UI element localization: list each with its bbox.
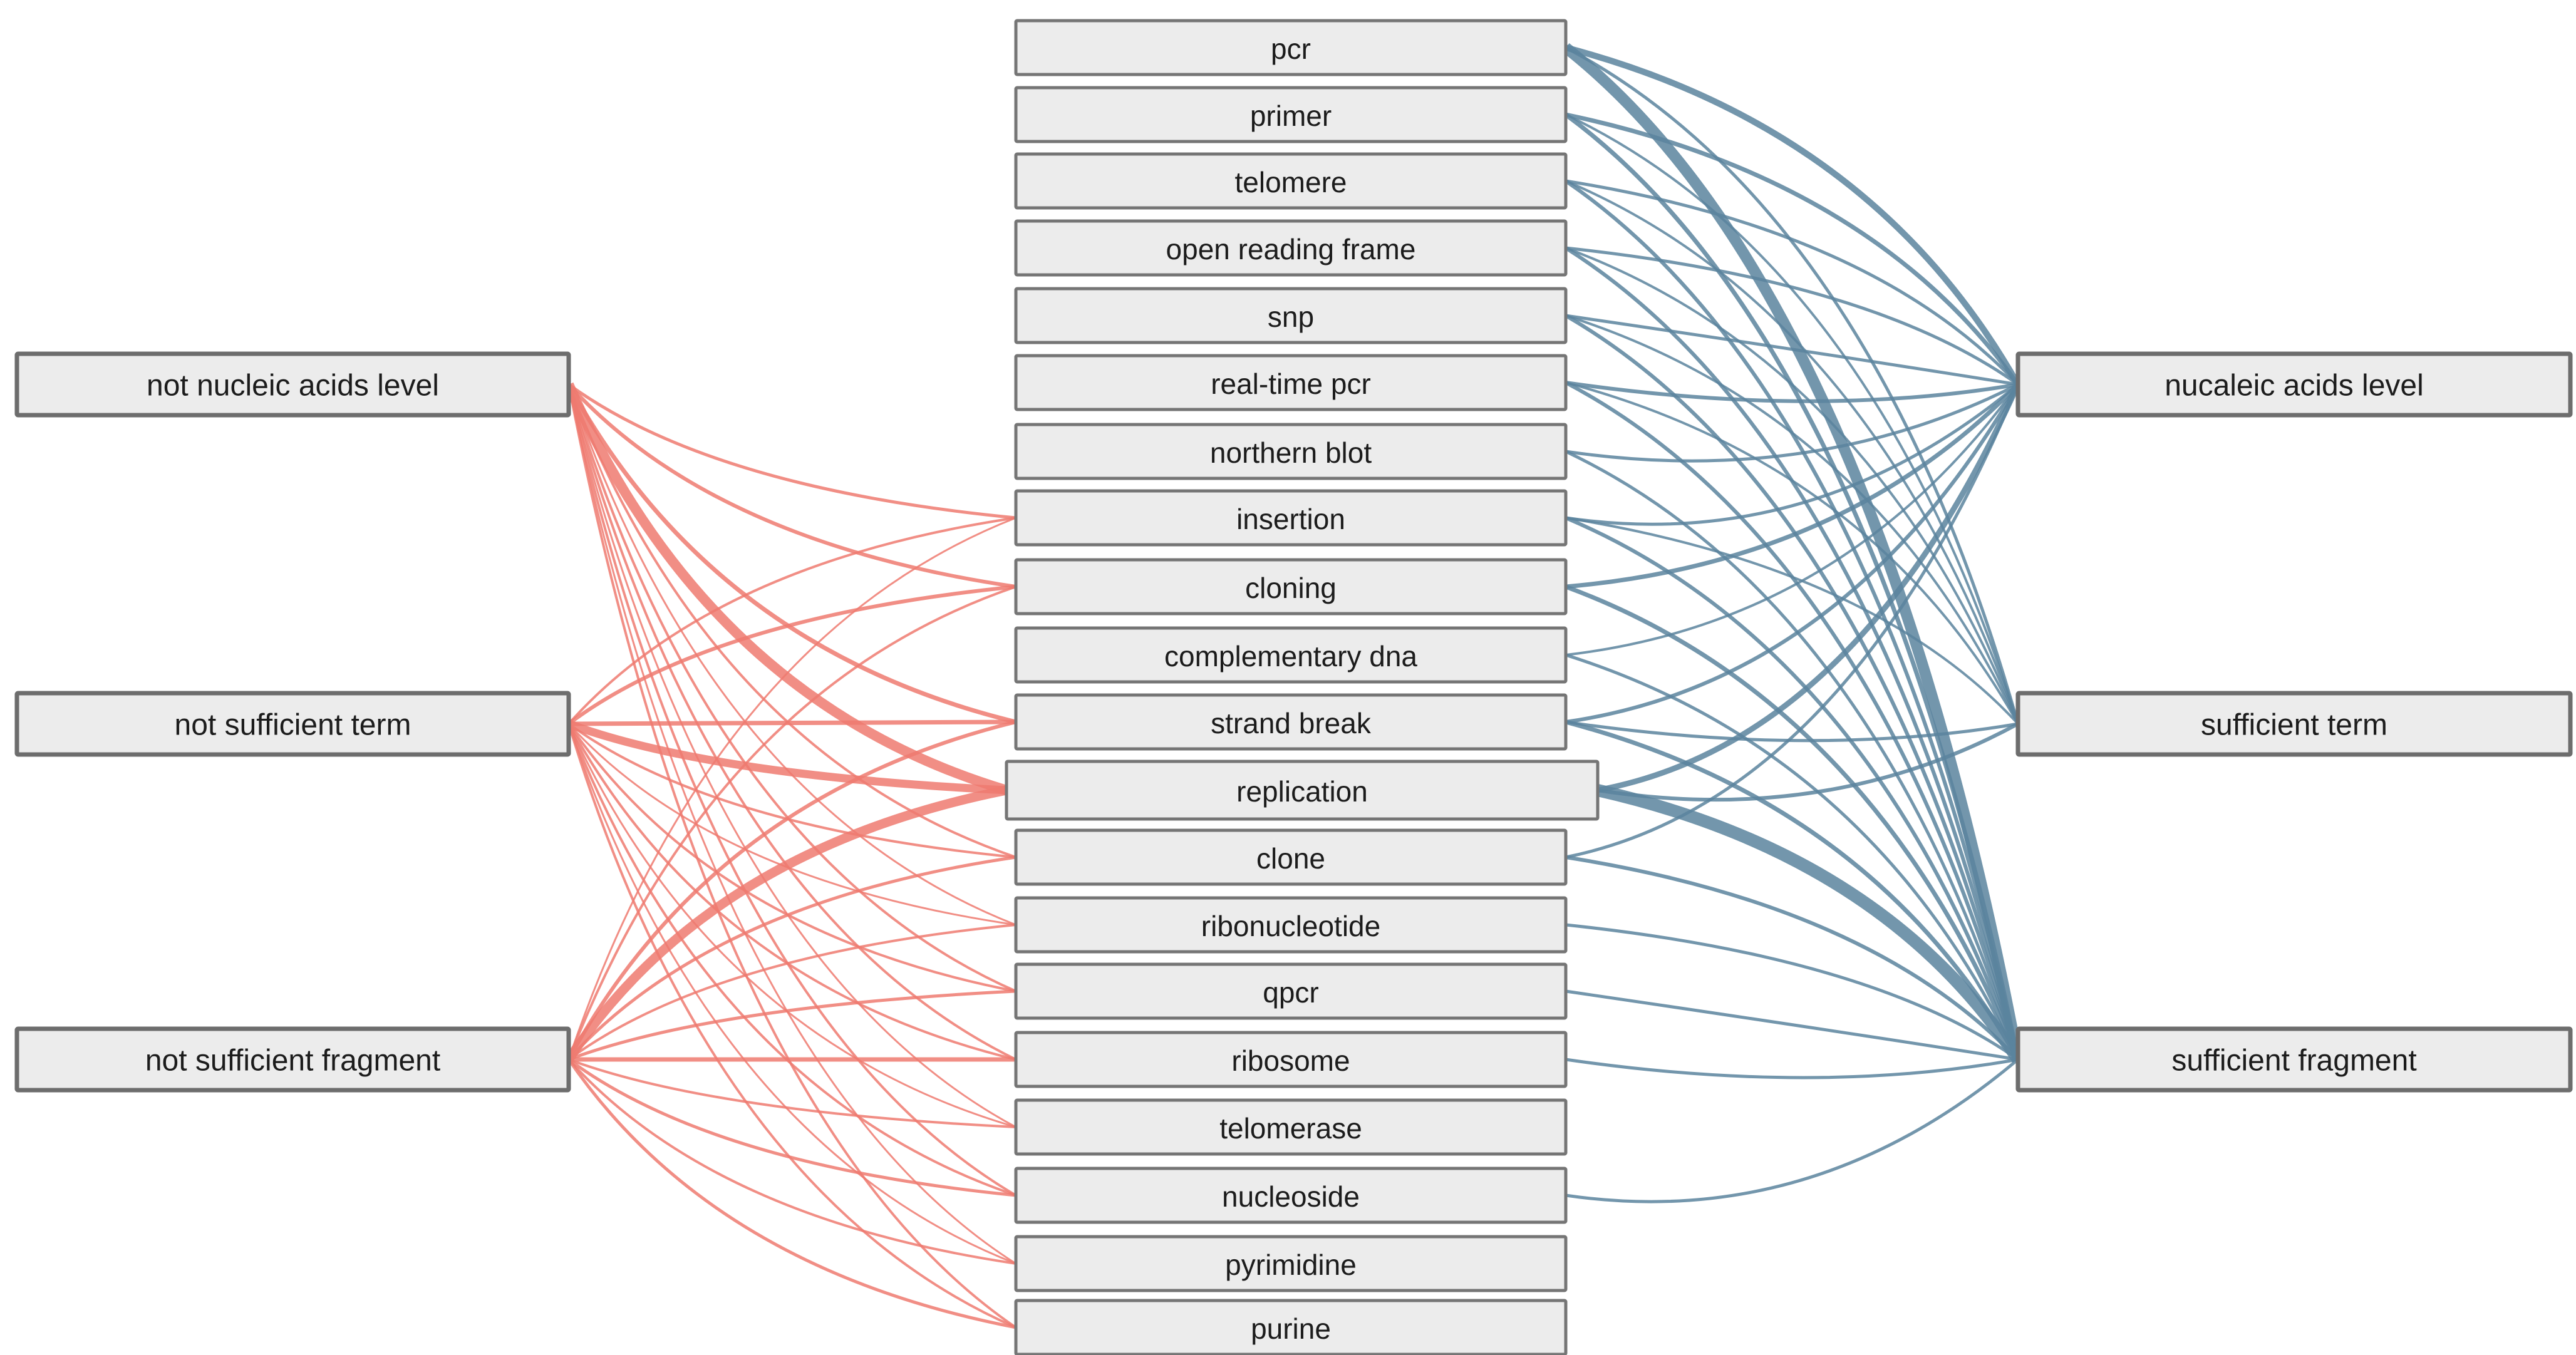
right-link-edge <box>1565 383 2019 526</box>
right-link-edge <box>1565 384 2020 859</box>
right-link-edge <box>1597 383 2021 793</box>
right-link-edge <box>1565 1058 2019 1203</box>
middle-node-box <box>1014 219 1568 277</box>
right-node-box <box>2015 691 2573 757</box>
left-link-edge <box>568 989 1016 1061</box>
left-link-edge <box>567 1058 1016 1329</box>
left-node-box <box>14 1026 571 1093</box>
left-edges-layer <box>564 382 1017 1329</box>
middle-node-box <box>1014 558 1568 616</box>
right-link-edge <box>1565 180 2019 724</box>
right-link-edge <box>1597 722 2019 802</box>
left-link-edge <box>567 384 1016 992</box>
left-link-edge <box>567 723 1016 1128</box>
middle-node-box <box>1014 1235 1568 1292</box>
left-link-edge <box>567 384 1017 1197</box>
middle-node-box <box>1014 1167 1568 1224</box>
right-link-edge <box>1565 113 2019 724</box>
right-link-edge <box>1565 179 2020 1060</box>
right-link-edge <box>1565 44 2021 386</box>
right-link-edge <box>1565 989 2019 1061</box>
middle-node-box <box>1014 19 1568 76</box>
left-link-edge <box>567 723 1016 992</box>
middle-node-box <box>1014 354 1568 411</box>
left-link-edge <box>567 384 1017 1329</box>
right-link-edge <box>1562 43 2024 1061</box>
middle-node-box <box>1005 760 1600 821</box>
right-link-edge <box>1565 450 2020 1060</box>
middle-node-box <box>1014 693 1568 751</box>
right-edges-layer <box>1562 43 2024 1203</box>
middle-node-box <box>1014 626 1568 684</box>
right-link-edge <box>1565 516 2020 1060</box>
middle-node-box <box>1014 1299 1568 1355</box>
left-link-edge <box>567 383 1016 589</box>
right-link-edge <box>1565 246 2019 386</box>
left-link-edge <box>567 723 1016 1329</box>
left-link-edge <box>568 719 1016 726</box>
right-link-edge <box>1565 584 2020 1061</box>
left-link-edge <box>568 1058 1016 1128</box>
left-link-edge <box>567 723 1016 1265</box>
left-link-edge <box>567 720 1016 1061</box>
right-link-edge <box>1565 383 2020 724</box>
right-link-edge <box>1565 314 2020 1060</box>
left-link-edge <box>567 723 1016 1061</box>
middle-node-box <box>1014 86 1568 143</box>
left-node-box <box>14 351 571 418</box>
left-link-edge <box>567 1058 1016 1197</box>
left-link-edge <box>566 383 1016 724</box>
middle-node-box <box>1014 489 1568 547</box>
left-link-edge <box>567 924 1016 1061</box>
left-link-edge <box>567 585 1016 1060</box>
left-link-edge <box>564 382 1008 795</box>
middle-node-box <box>1014 1031 1568 1088</box>
left-link-edge <box>567 383 1016 520</box>
middle-node-box <box>1014 287 1568 344</box>
left-link-edge <box>567 723 1016 1197</box>
middle-node-box <box>1014 828 1568 886</box>
left-link-edge <box>567 517 1016 1060</box>
left-link-edge <box>567 723 1016 858</box>
left-link-edge <box>567 585 1016 726</box>
left-link-edge <box>567 384 1016 1265</box>
right-link-edge <box>1596 784 2024 1063</box>
left-link-edge <box>567 384 1016 1061</box>
right-node-box <box>2015 1026 2573 1093</box>
left-link-edge <box>567 384 1016 926</box>
right-link-edge <box>1565 381 2020 1060</box>
right-link-edge <box>1565 719 2020 1061</box>
left-link-edge <box>567 517 1016 725</box>
right-link-edge <box>1565 383 2020 589</box>
left-link-edge <box>567 855 1016 1061</box>
middle-node-box <box>1014 152 1568 210</box>
left-link-edge <box>567 723 1016 926</box>
middle-node-box <box>1014 1098 1568 1156</box>
middle-node-box <box>1014 896 1568 954</box>
left-link-edge <box>567 384 1016 1128</box>
right-link-edge <box>1565 653 2020 1061</box>
left-link-edge <box>567 719 1007 795</box>
left-link-edge <box>567 384 1016 858</box>
right-link-edge <box>1565 855 2020 1061</box>
right-link-edge <box>1565 179 2019 386</box>
left-node-box <box>14 691 571 757</box>
right-link-edge <box>1565 923 2019 1061</box>
right-link-edge <box>1565 517 2019 725</box>
middle-node-box <box>1014 423 1568 480</box>
left-link-edge <box>567 1058 1016 1265</box>
right-link-edge <box>1565 381 2019 403</box>
right-node-box <box>2015 351 2573 418</box>
left-link-edge <box>564 785 1008 1063</box>
right-link-edge <box>1565 720 2019 743</box>
right-link-edge <box>1565 1058 2019 1079</box>
middle-node-box <box>1014 962 1568 1020</box>
right-link-edge <box>1565 246 2020 1060</box>
